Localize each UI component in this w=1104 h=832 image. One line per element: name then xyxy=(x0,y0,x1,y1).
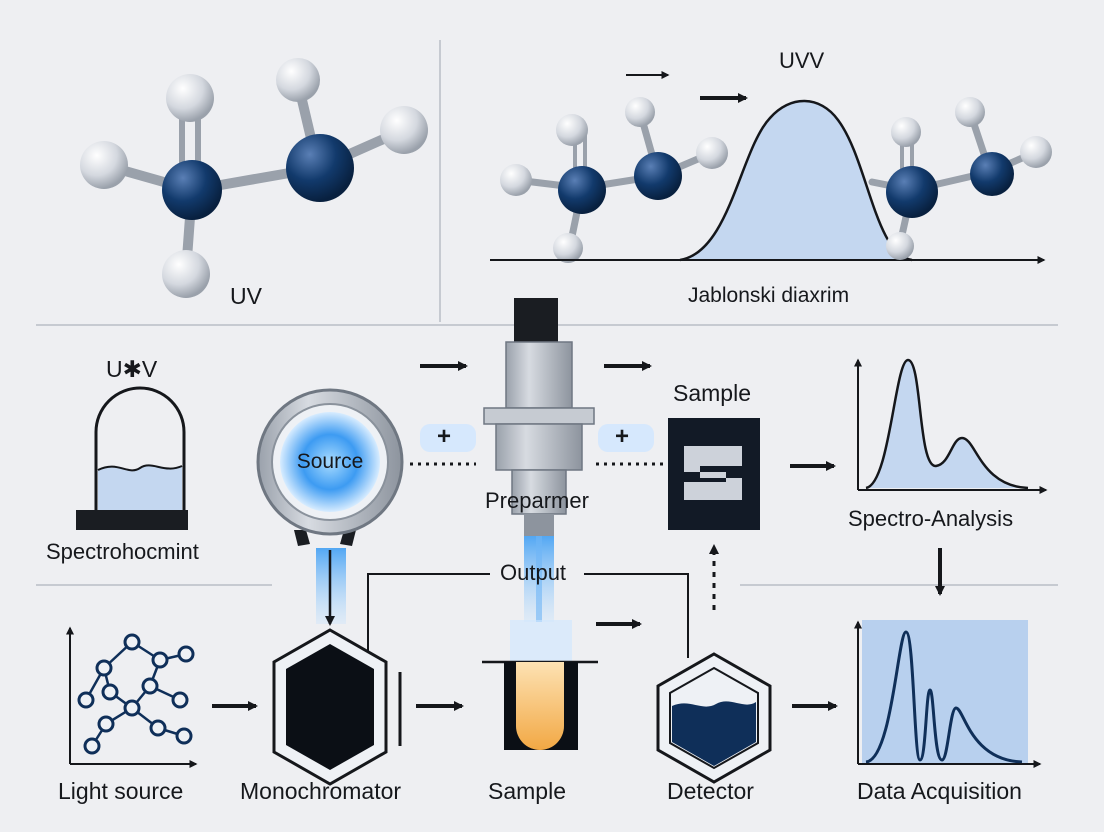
plus-left: + xyxy=(437,423,452,450)
preparation-column xyxy=(483,298,595,536)
plus-glow-left xyxy=(420,424,476,452)
output-label: Output xyxy=(500,560,567,585)
jablonski-caption: Jablonski diaxrim xyxy=(688,284,850,307)
monochromator-label: Monochromator xyxy=(240,778,402,804)
source-label: Source xyxy=(296,450,364,473)
light-source-lamp xyxy=(256,388,404,546)
plus-right: + xyxy=(615,423,630,450)
cuvette-title: U✱V xyxy=(106,356,158,382)
cuvette-icon xyxy=(76,386,188,530)
data-acquisition-label: Data Acquisition xyxy=(857,778,1022,804)
molecule-large xyxy=(80,58,428,298)
light-source-label: Light source xyxy=(58,778,184,804)
sample-label-bottom: Sample xyxy=(488,778,566,804)
sample-cell-icon xyxy=(668,418,760,530)
analysis-caption: Spectro-Analysis xyxy=(848,506,1014,531)
cuvette-caption: Spectrohocmint xyxy=(46,539,199,564)
molecule-small-right xyxy=(868,97,1052,260)
preparmer-label: Preparmer xyxy=(485,488,589,513)
network-chart-icon xyxy=(66,626,198,768)
uv-caption: UV xyxy=(230,283,262,309)
detector-label: Detector xyxy=(667,778,754,804)
output-connector xyxy=(367,573,689,668)
uvv-title: UVV xyxy=(779,48,825,73)
absorption-peak xyxy=(679,99,913,262)
sample-tube-icon xyxy=(482,620,598,750)
molecule-small-left xyxy=(500,97,728,263)
beam-down xyxy=(524,536,554,622)
sample-label-top: Sample xyxy=(673,380,751,406)
acquisition-chart xyxy=(854,620,1042,768)
detector-icon xyxy=(656,652,772,784)
analysis-chart xyxy=(854,358,1048,494)
monochromator-icon xyxy=(272,628,402,786)
source-beam xyxy=(316,548,346,626)
plus-glow-right xyxy=(598,424,654,452)
